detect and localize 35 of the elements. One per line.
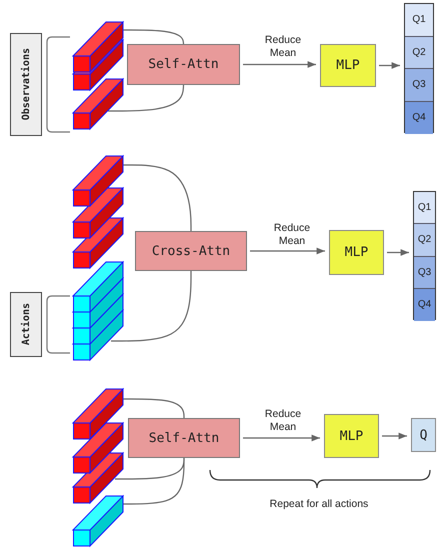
connector-line <box>108 84 184 112</box>
mlp-block: MLP <box>324 414 379 458</box>
q-value-cell: Q3 <box>414 256 435 289</box>
mlp-block: MLP <box>320 44 376 87</box>
actions-label: Actions <box>10 292 42 357</box>
self-attention-block: Self-Attn <box>127 44 240 85</box>
q-value-column <box>413 191 436 320</box>
arrow <box>382 432 407 440</box>
token-stack-drawing <box>73 262 123 362</box>
connector-line <box>123 164 192 231</box>
q-value-cell: Q3 <box>405 69 433 102</box>
q-value-cell: Q4 <box>405 102 433 134</box>
q-value-cell: Q1 <box>414 192 435 224</box>
arrow <box>250 248 325 254</box>
token-drawing <box>73 496 123 547</box>
q-value-cell: Q2 <box>405 36 433 69</box>
connector-line <box>123 398 185 418</box>
q-value-box: Q <box>411 418 436 452</box>
connector-line <box>111 271 192 342</box>
connector-line <box>123 458 185 505</box>
arrow <box>243 434 320 442</box>
token-stack-drawing <box>73 156 123 268</box>
observations-label: Observations <box>10 33 42 136</box>
cross-attention-block: Cross-Attn <box>135 231 247 271</box>
mlp-block: MLP <box>329 230 384 275</box>
q-value-cell: Q1 <box>405 4 433 36</box>
arrow <box>379 62 400 69</box>
connector-line <box>123 29 184 44</box>
q-value-column <box>404 3 434 133</box>
arrow <box>387 249 409 256</box>
token-stack-drawing <box>73 22 123 130</box>
q-value-cell: Q2 <box>414 224 435 256</box>
self-attention-block: Self-Attn <box>128 418 240 458</box>
arrow <box>243 61 316 68</box>
q-value-cell: Q4 <box>414 288 435 321</box>
